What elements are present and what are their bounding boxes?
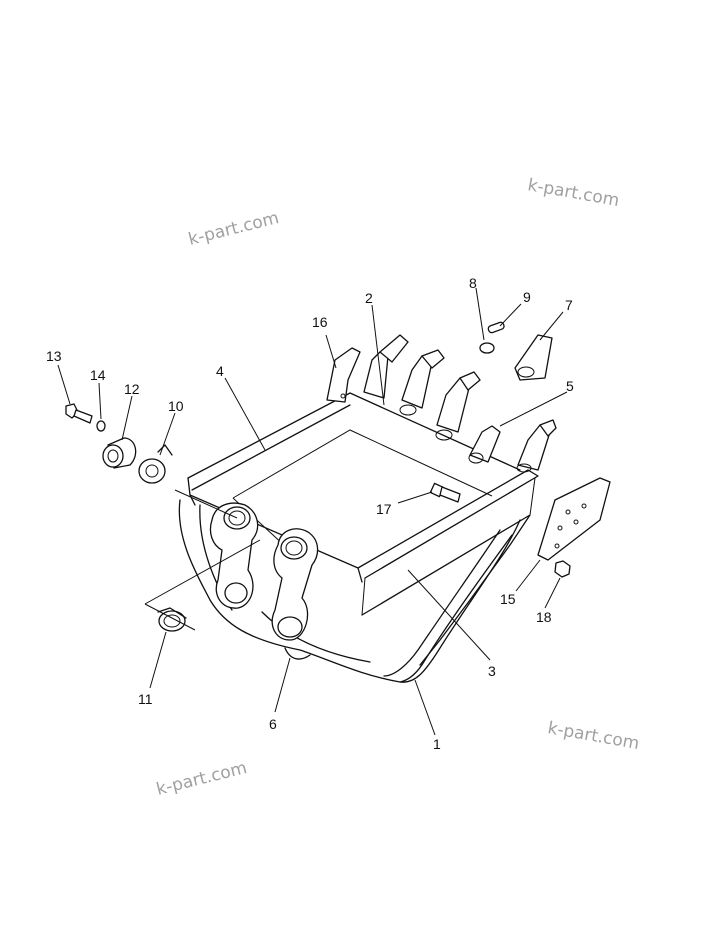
callout-16: 16 xyxy=(312,314,328,330)
watermark-bottom-left: k-part.com xyxy=(154,758,249,800)
bolt-collar xyxy=(65,403,93,424)
callout-1: 1 xyxy=(433,736,441,752)
collar xyxy=(102,437,137,469)
tooth-adapter-row xyxy=(363,334,557,473)
callout-3: 3 xyxy=(488,663,496,679)
callout-9: 9 xyxy=(523,289,531,305)
callout-4: 4 xyxy=(216,363,224,379)
bucket-body xyxy=(178,392,539,683)
callout-14: 14 xyxy=(90,367,106,383)
watermark-top-left: k-part.com xyxy=(186,208,281,250)
pin-lock-ring xyxy=(479,342,495,354)
callout-12: 12 xyxy=(124,381,140,397)
nut xyxy=(554,560,571,578)
watermark-bottom-right: k-part.com xyxy=(546,718,641,754)
washer xyxy=(96,420,106,432)
side-cutter xyxy=(537,477,611,561)
callout-11: 11 xyxy=(138,691,153,707)
watermark-top-right: k-part.com xyxy=(526,175,621,211)
boss-plate-right xyxy=(271,528,319,660)
bushing xyxy=(157,607,187,632)
tooth-point xyxy=(514,334,553,381)
callout-2: 2 xyxy=(365,290,373,306)
shim xyxy=(138,444,173,484)
callout-5: 5 xyxy=(566,378,574,394)
callout-8: 8 xyxy=(469,275,477,291)
callout-6: 6 xyxy=(269,716,277,732)
callout-13: 13 xyxy=(46,348,62,364)
callout-18: 18 xyxy=(536,609,552,625)
callout-15: 15 xyxy=(500,591,516,607)
boss-plate-left xyxy=(209,502,259,609)
callout-10: 10 xyxy=(168,398,184,414)
callout-17: 17 xyxy=(376,501,392,517)
tooth-pin xyxy=(487,321,505,334)
side-shroud-left xyxy=(326,347,361,403)
callout-7: 7 xyxy=(565,297,573,313)
bolt-side-cutter xyxy=(429,482,461,503)
